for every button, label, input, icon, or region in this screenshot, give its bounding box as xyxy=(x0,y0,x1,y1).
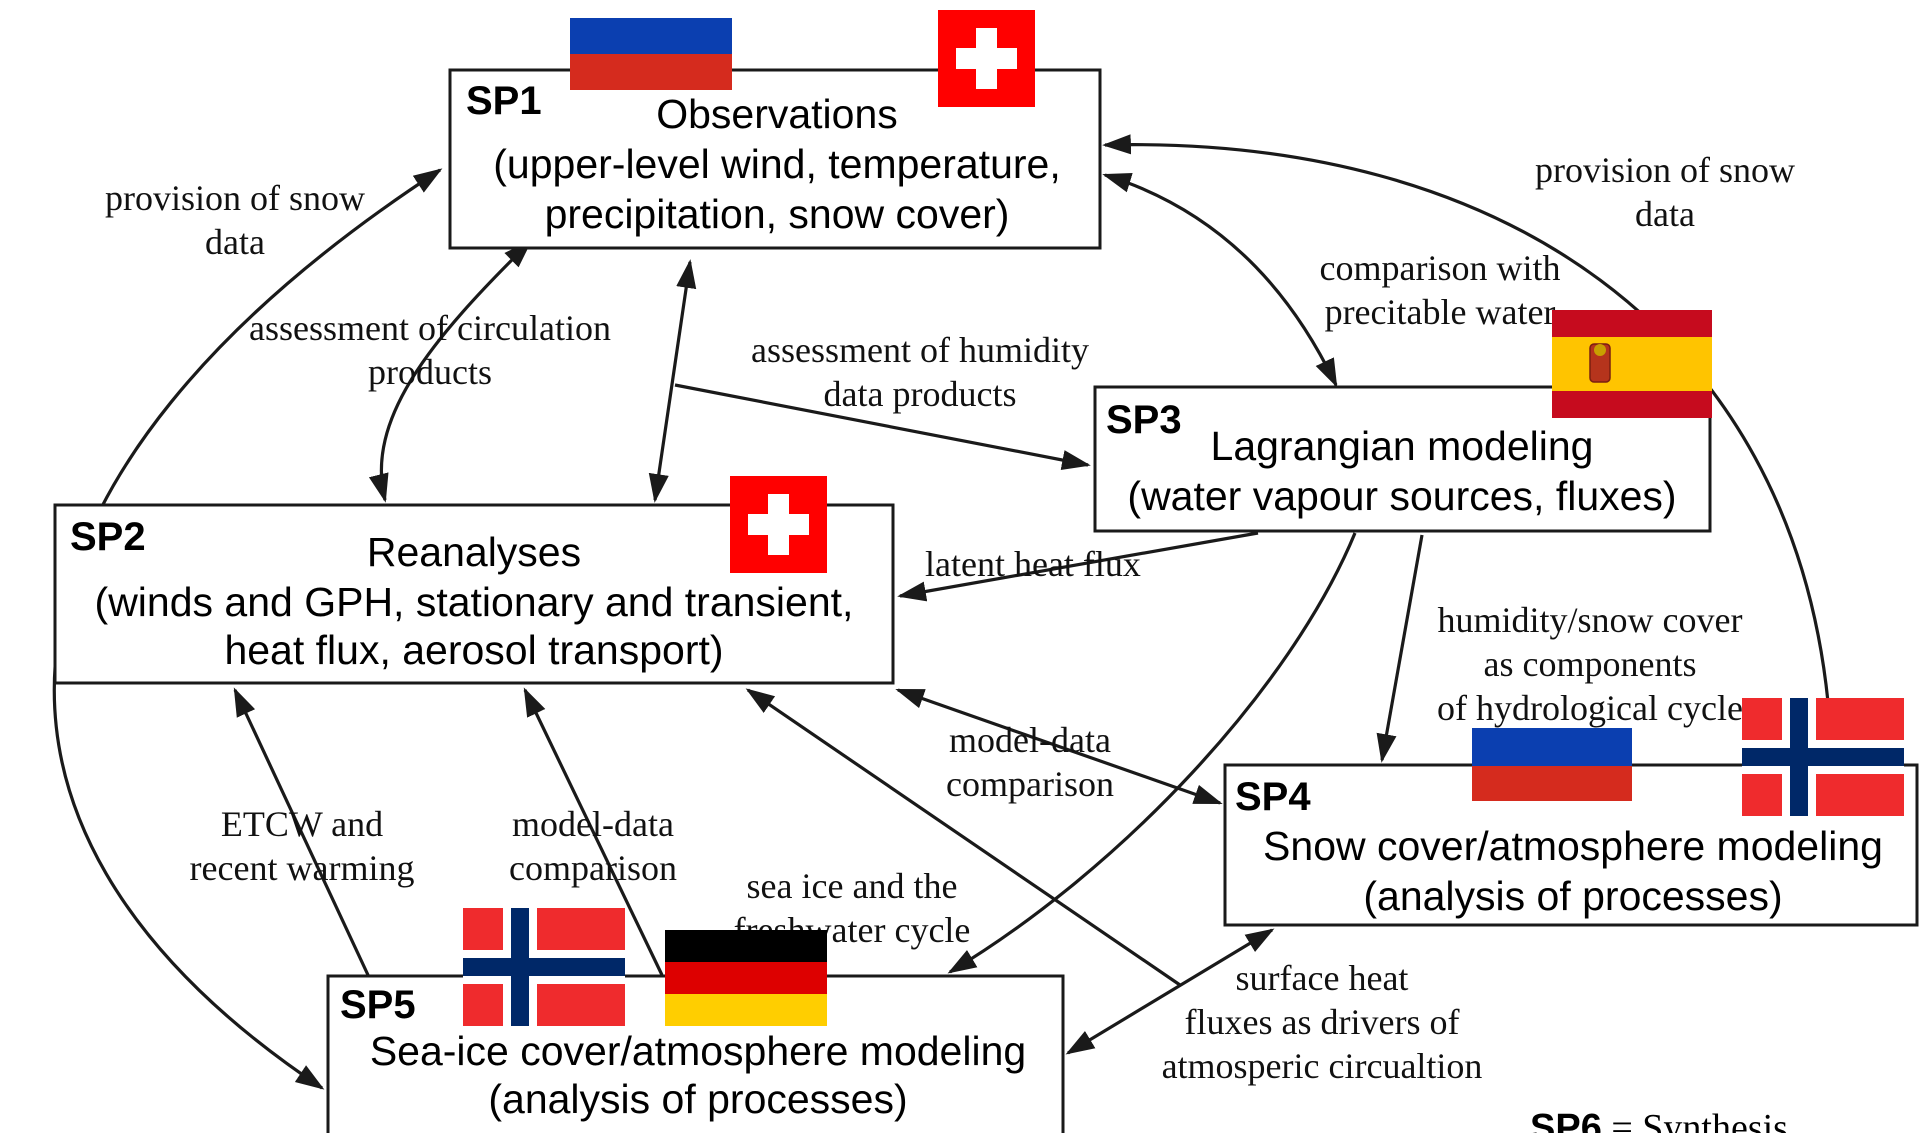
edge-sp1-sp3-humidity xyxy=(674,383,1091,470)
box-sp2-desc-1: (winds and GPH, stationary and transient… xyxy=(95,579,854,625)
edge-sp1-sp2-vertical xyxy=(648,259,697,503)
sp5-norway-flag xyxy=(463,908,625,1026)
box-sp4-desc: (analysis of processes) xyxy=(1363,873,1782,919)
label-model-data-left-2: comparison xyxy=(509,848,677,888)
edge-sp3-sp2-latent-heat xyxy=(897,531,1259,602)
box-sp2-title: Reanalyses xyxy=(367,529,581,575)
label-snow-data-right-1: provision of snow xyxy=(1535,150,1795,190)
label-etcw-2: recent warming xyxy=(190,848,415,888)
label-humidity-2: data products xyxy=(824,374,1017,414)
sp4-russia-flag xyxy=(1472,728,1632,801)
sp5-germany-flag xyxy=(665,930,827,1026)
edge-sp2-sp4-model-data xyxy=(895,688,1223,805)
footer-synthesis: SP6 = Synthesis xyxy=(1530,1107,1788,1133)
label-hydrological-3: of hydrological cycle xyxy=(1437,688,1743,728)
label-hydrological-1: humidity/snow cover xyxy=(1438,600,1743,640)
box-sp5-title: Sea-ice cover/atmosphere modeling xyxy=(370,1028,1026,1074)
label-etcw-1: ETCW and xyxy=(221,804,383,844)
box-sp2-desc-2: heat flux, aerosol transport) xyxy=(224,627,723,673)
label-snow-data-right-2: data xyxy=(1635,194,1695,234)
box-sp3-title: Lagrangian modeling xyxy=(1211,423,1594,469)
label-snow-data-left-2: data xyxy=(205,222,265,262)
edges xyxy=(52,134,1830,1090)
edge-sp4-sp5-coupling xyxy=(1065,928,1275,1055)
edge-sp3-sp4-hydrological xyxy=(1376,534,1424,763)
box-sp4-id: SP4 xyxy=(1235,775,1311,819)
label-precip-water-2: precitable water xyxy=(1325,292,1556,332)
sp3-spain-flag xyxy=(1552,310,1712,418)
label-circulation-1: assessment of circulation xyxy=(249,308,611,348)
box-sp3-frame xyxy=(1093,385,1712,533)
label-surface-heat-3: atmosperic circualtion xyxy=(1162,1046,1483,1086)
box-sp1-desc-1: (upper-level wind, temperature, xyxy=(493,141,1060,187)
label-model-data-right-1: model-data xyxy=(949,720,1111,760)
box-sp1-title: Observations xyxy=(656,91,898,137)
box-sp3: SP3 Lagrangian modeling (water vapour so… xyxy=(1093,385,1712,533)
edge-sp5-sp2-model-data xyxy=(523,687,664,976)
sp2-switzerland-flag xyxy=(730,476,827,573)
box-sp1-id: SP1 xyxy=(466,79,542,123)
label-surface-heat-2: fluxes as drivers of xyxy=(1185,1002,1460,1042)
box-sp3-desc: (water vapour sources, fluxes) xyxy=(1127,473,1676,519)
box-sp2-id: SP2 xyxy=(70,515,146,559)
edge-sp1-sp2-circulation xyxy=(368,239,533,503)
box-sp4-title: Snow cover/atmosphere modeling xyxy=(1263,823,1883,869)
label-precip-water-1: comparison with xyxy=(1320,248,1561,288)
label-circulation-2: products xyxy=(368,352,492,392)
edge-sp4-sp1-snow-data xyxy=(1102,134,1830,703)
box-sp5-desc: (analysis of processes) xyxy=(488,1076,907,1122)
footer-synthesis-text: = Synthesis xyxy=(1602,1107,1788,1133)
box-sp5-id: SP5 xyxy=(340,983,416,1027)
sp1-switzerland-flag xyxy=(938,10,1035,107)
label-model-data-left-1: model-data xyxy=(512,804,674,844)
sp1-russia-flag xyxy=(570,18,732,90)
label-freshwater-1: sea ice and the xyxy=(747,866,958,906)
edge-labels: provision of snow data assessment of cir… xyxy=(105,150,1795,1086)
label-hydrological-2: as components xyxy=(1484,644,1697,684)
sp4-norway-flag xyxy=(1742,698,1904,816)
box-sp1-desc-2: precipitation, snow cover) xyxy=(545,191,1010,237)
label-model-data-right-2: comparison xyxy=(946,764,1114,804)
box-sp3-id: SP3 xyxy=(1106,398,1182,442)
footer-sp6: SP6 xyxy=(1530,1107,1602,1133)
label-humidity-1: assessment of humidity xyxy=(751,330,1089,370)
label-snow-data-left-1: provision of snow xyxy=(105,178,365,218)
edge-sp5-sp2-etcw xyxy=(233,687,370,976)
edge-sp1-sp3-precip-water xyxy=(1102,173,1338,388)
label-latent-heat: latent heat flux xyxy=(925,544,1141,584)
label-surface-heat-1: surface heat xyxy=(1236,958,1409,998)
